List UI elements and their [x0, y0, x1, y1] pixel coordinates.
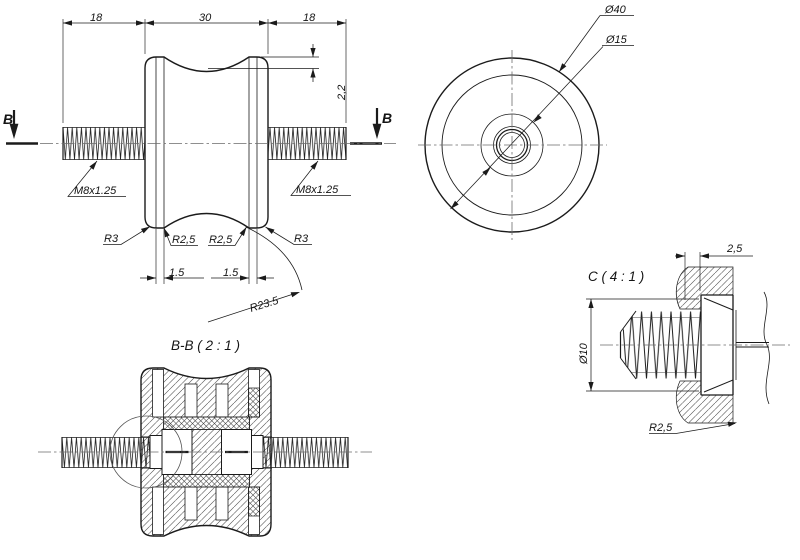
dim-18-left: 18: [90, 12, 103, 24]
dia-40: Ø40: [604, 4, 627, 16]
radius-r3-right: R3: [294, 233, 309, 245]
radius-fillet-r25: R2,5: [649, 422, 673, 434]
dim-slot-right: 1.5: [223, 267, 239, 279]
cut-label-b-left: B: [3, 111, 13, 127]
detail-view: [586, 252, 790, 434]
dim-18-right: 18: [303, 12, 316, 24]
side-view: [418, 15, 634, 240]
radius-r25-right: R2,5: [209, 234, 233, 246]
detail-title: C ( 4 : 1 ): [588, 269, 644, 284]
radius-r235: R23.5: [248, 295, 280, 315]
dia-15: Ø15: [605, 34, 628, 46]
section-title: B-B ( 2 : 1 ): [171, 338, 240, 353]
dia-10: Ø10: [578, 342, 590, 365]
radius-r25-left: R2,5: [172, 234, 196, 246]
dim-30: 30: [199, 12, 212, 24]
dim-flange-25: 2,5: [726, 243, 743, 255]
thread-callout-right: M8x1.25: [296, 184, 339, 196]
cut-label-b-right: B: [382, 110, 392, 126]
dim-2-2: 2,2: [336, 85, 348, 101]
front-view: [6, 19, 396, 323]
section-view: [38, 367, 372, 537]
radius-r3-left: R3: [104, 233, 119, 245]
dim-slot-left: 1.5: [169, 267, 185, 279]
thread-callout-left: M8x1.25: [74, 185, 117, 197]
labels: 18 30 18 2,2 B B M8x1.25 M8x1.25 R3 R2,5…: [3, 4, 743, 434]
dimension-arrows: [9, 20, 737, 427]
